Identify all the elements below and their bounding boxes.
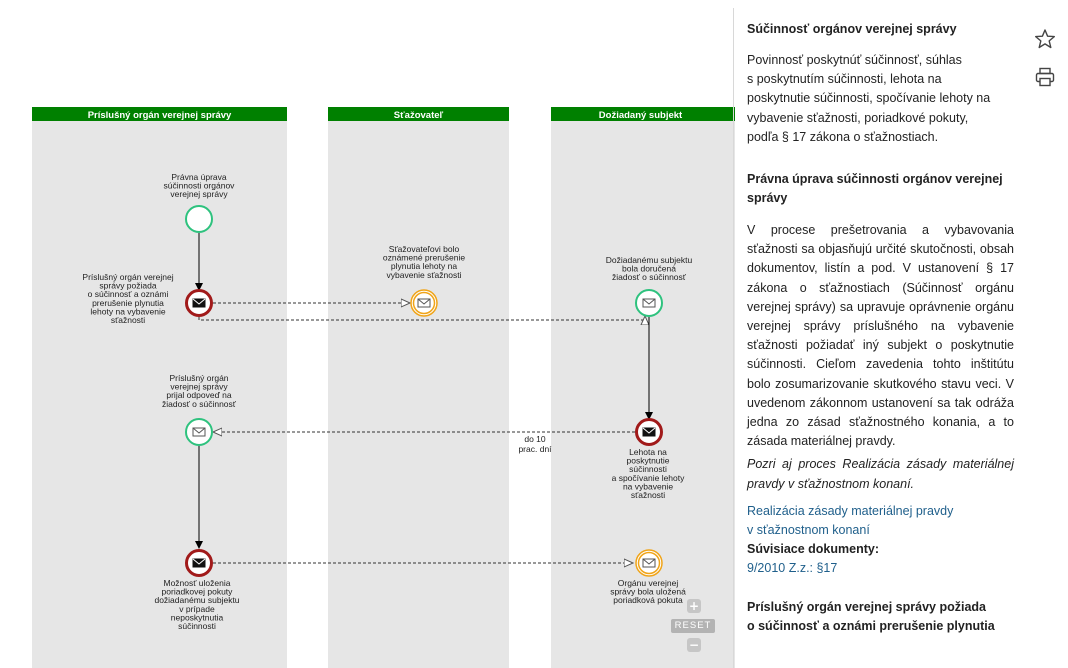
- lane-title-subject: Dožiadaný subjekt: [599, 110, 683, 121]
- event-label-fine: súčinnosti: [178, 621, 216, 631]
- flow-label-line-1: do 10: [524, 434, 546, 444]
- diagram-canvas[interactable]: Príslušný orgán verejnej správy Sťažovat…: [0, 0, 735, 668]
- envelope-icon: [642, 298, 656, 308]
- event-label-fine: neposkytnutia: [171, 612, 224, 622]
- process-link-line[interactable]: Realizácia zásady materiálnej pravdy: [747, 503, 954, 518]
- lane-body-complainant: [328, 107, 509, 668]
- envelope-filled-icon: [192, 298, 206, 308]
- intro-line: podľa § 17 zákona o sťažnostiach.: [747, 129, 939, 144]
- lane-body-authority: [32, 107, 287, 668]
- event-label-deadline: sťažnosti: [631, 490, 665, 500]
- event-label-start: súčinnosti orgánov: [164, 181, 236, 191]
- flow-label-line-2: prac. dní: [518, 444, 552, 454]
- event-label-complainant: oznámené prerušenie: [383, 253, 465, 263]
- envelope-filled-icon: [192, 558, 206, 568]
- lane-title-complainant: Sťažovateľ: [394, 110, 444, 121]
- event-label-answer-received: Príslušný orgán: [169, 373, 228, 383]
- event-label-request: Príslušný orgán verejnej: [82, 272, 173, 282]
- complainant-intermediate-event[interactable]: [410, 289, 438, 317]
- event-label-request: prerušenie plynutia: [92, 298, 164, 308]
- envelope-filled-icon: [642, 427, 656, 437]
- event-label-fine: Možnosť uloženia: [164, 578, 231, 588]
- event-label-fine-received: správy bola uložená: [610, 587, 686, 597]
- event-label-deadline: a spočívanie lehoty: [612, 473, 686, 483]
- envelope-icon: [642, 558, 656, 568]
- envelope-icon: [417, 298, 431, 308]
- event-label-deadline: Lehota na: [629, 447, 667, 457]
- intro-line: poskytnutie súčinnosti, spočívanie lehot…: [747, 91, 991, 106]
- section-title-legal: Právna úprava súčinnosti orgánov verejne…: [747, 170, 1014, 208]
- event-label-deadline: súčinnosti: [629, 464, 667, 474]
- favorite-button[interactable]: [1034, 28, 1056, 50]
- event-label-request: lehoty na vybavenie: [90, 306, 165, 316]
- related-documents-label: Súvisiace dokumenty:: [747, 542, 879, 557]
- event-label-request: o súčinnosť a oznámi: [88, 289, 169, 299]
- event-label-request: sťažnosti: [111, 315, 145, 325]
- section-title-line: správy: [747, 191, 788, 206]
- event-label-complainant: vybavenie sťažnosti: [386, 270, 461, 280]
- event-label-fine: poriadkovej pokuty: [162, 587, 234, 597]
- event-label-start: Právna úprava: [171, 172, 227, 182]
- event-label-answer-received: verejnej správy: [170, 382, 228, 392]
- event-label-fine-received: poriadková pokuta: [613, 595, 683, 605]
- lane-header-complainant: [328, 107, 509, 121]
- event-label-answer-received: prijal odpoveď na: [166, 390, 232, 400]
- event-label-subject-received: žiadosť o súčinnosť: [612, 272, 687, 282]
- subject-start-event[interactable]: [635, 289, 663, 317]
- star-icon: [1035, 29, 1055, 49]
- process-diagram[interactable]: Príslušný orgán verejnej správy Sťažovat…: [0, 0, 735, 668]
- event-label-subject-received: bola doručená: [622, 264, 676, 274]
- lane-header-authority: [32, 107, 287, 121]
- envelope-icon: [192, 427, 206, 437]
- event-label-complainant: plynutia lehoty na: [391, 261, 457, 271]
- section-title-line: Právna úprava súčinnosti orgánov verejne…: [747, 172, 1003, 187]
- event-label-deadline: na vybavenie: [623, 481, 673, 491]
- section-title-request: Príslušný orgán verejnej správy požiada …: [747, 598, 1014, 636]
- zoom-in-button[interactable]: +: [687, 599, 701, 613]
- message-flow-to-subject: [198, 316, 645, 320]
- event-label-fine-received: Orgánu verejnej: [618, 578, 679, 588]
- event-label-request: správy požiada: [99, 281, 156, 291]
- process-link-line[interactable]: v sťažnostnom konaní: [747, 523, 870, 538]
- fine-end-event[interactable]: [185, 549, 213, 577]
- zoom-out-button[interactable]: −: [687, 638, 701, 652]
- deadline-end-event[interactable]: [635, 418, 663, 446]
- print-button[interactable]: [1034, 66, 1056, 88]
- intro-line: s poskytnutím súčinnosti, lehota na: [747, 72, 942, 87]
- fine-intermediate-event[interactable]: [635, 549, 663, 577]
- event-label-fine: v prípade: [179, 604, 215, 614]
- section-title-line: o súčinnosť a oznámi prerušenie plynutia: [747, 618, 995, 633]
- section-title-line: Príslušný orgán verejnej správy požiada: [747, 599, 986, 614]
- section-body: V procese prešetrovania a vybavovania sť…: [747, 223, 1014, 449]
- intro-text: Povinnosť poskytnúť súčinnosť, súhlas s …: [747, 51, 1014, 147]
- intro-line: Povinnosť poskytnúť súčinnosť, súhlas: [747, 53, 962, 67]
- panel-divider: [733, 8, 734, 668]
- related-document-link[interactable]: 9/2010 Z.z.: §17: [747, 561, 838, 576]
- answer-start-event[interactable]: [185, 418, 213, 446]
- start-event[interactable]: [185, 205, 213, 233]
- event-label-start: verejnej správy: [170, 189, 228, 199]
- request-end-event[interactable]: [185, 289, 213, 317]
- printer-icon: [1035, 67, 1055, 87]
- event-label-fine: dožiadanému subjektu: [154, 595, 239, 605]
- event-label-deadline: poskytnutie: [627, 456, 670, 466]
- reset-button[interactable]: RESET: [671, 619, 715, 633]
- intro-line: vybavenie sťažnosti, poriadkové pokuty,: [747, 110, 969, 125]
- lane-header-subject: [551, 107, 735, 121]
- section-note: Pozri aj proces Realizácia zásady materi…: [747, 457, 1014, 491]
- panel-title: Súčinnosť orgánov verejnej správy: [747, 22, 957, 36]
- lane-title-authority: Príslušný orgán verejnej správy: [88, 110, 232, 121]
- process-link[interactable]: Realizácia zásady materiálnej pravdy v s…: [747, 502, 1014, 540]
- event-label-subject-received: Dožiadanému subjektu: [606, 255, 693, 265]
- detail-panel: Súčinnosť orgánov verejnej správy Povinn…: [747, 20, 1014, 636]
- event-label-answer-received: žiadosť o súčinnosť: [162, 399, 237, 409]
- event-label-complainant: Sťažovateľovi bolo: [389, 244, 460, 254]
